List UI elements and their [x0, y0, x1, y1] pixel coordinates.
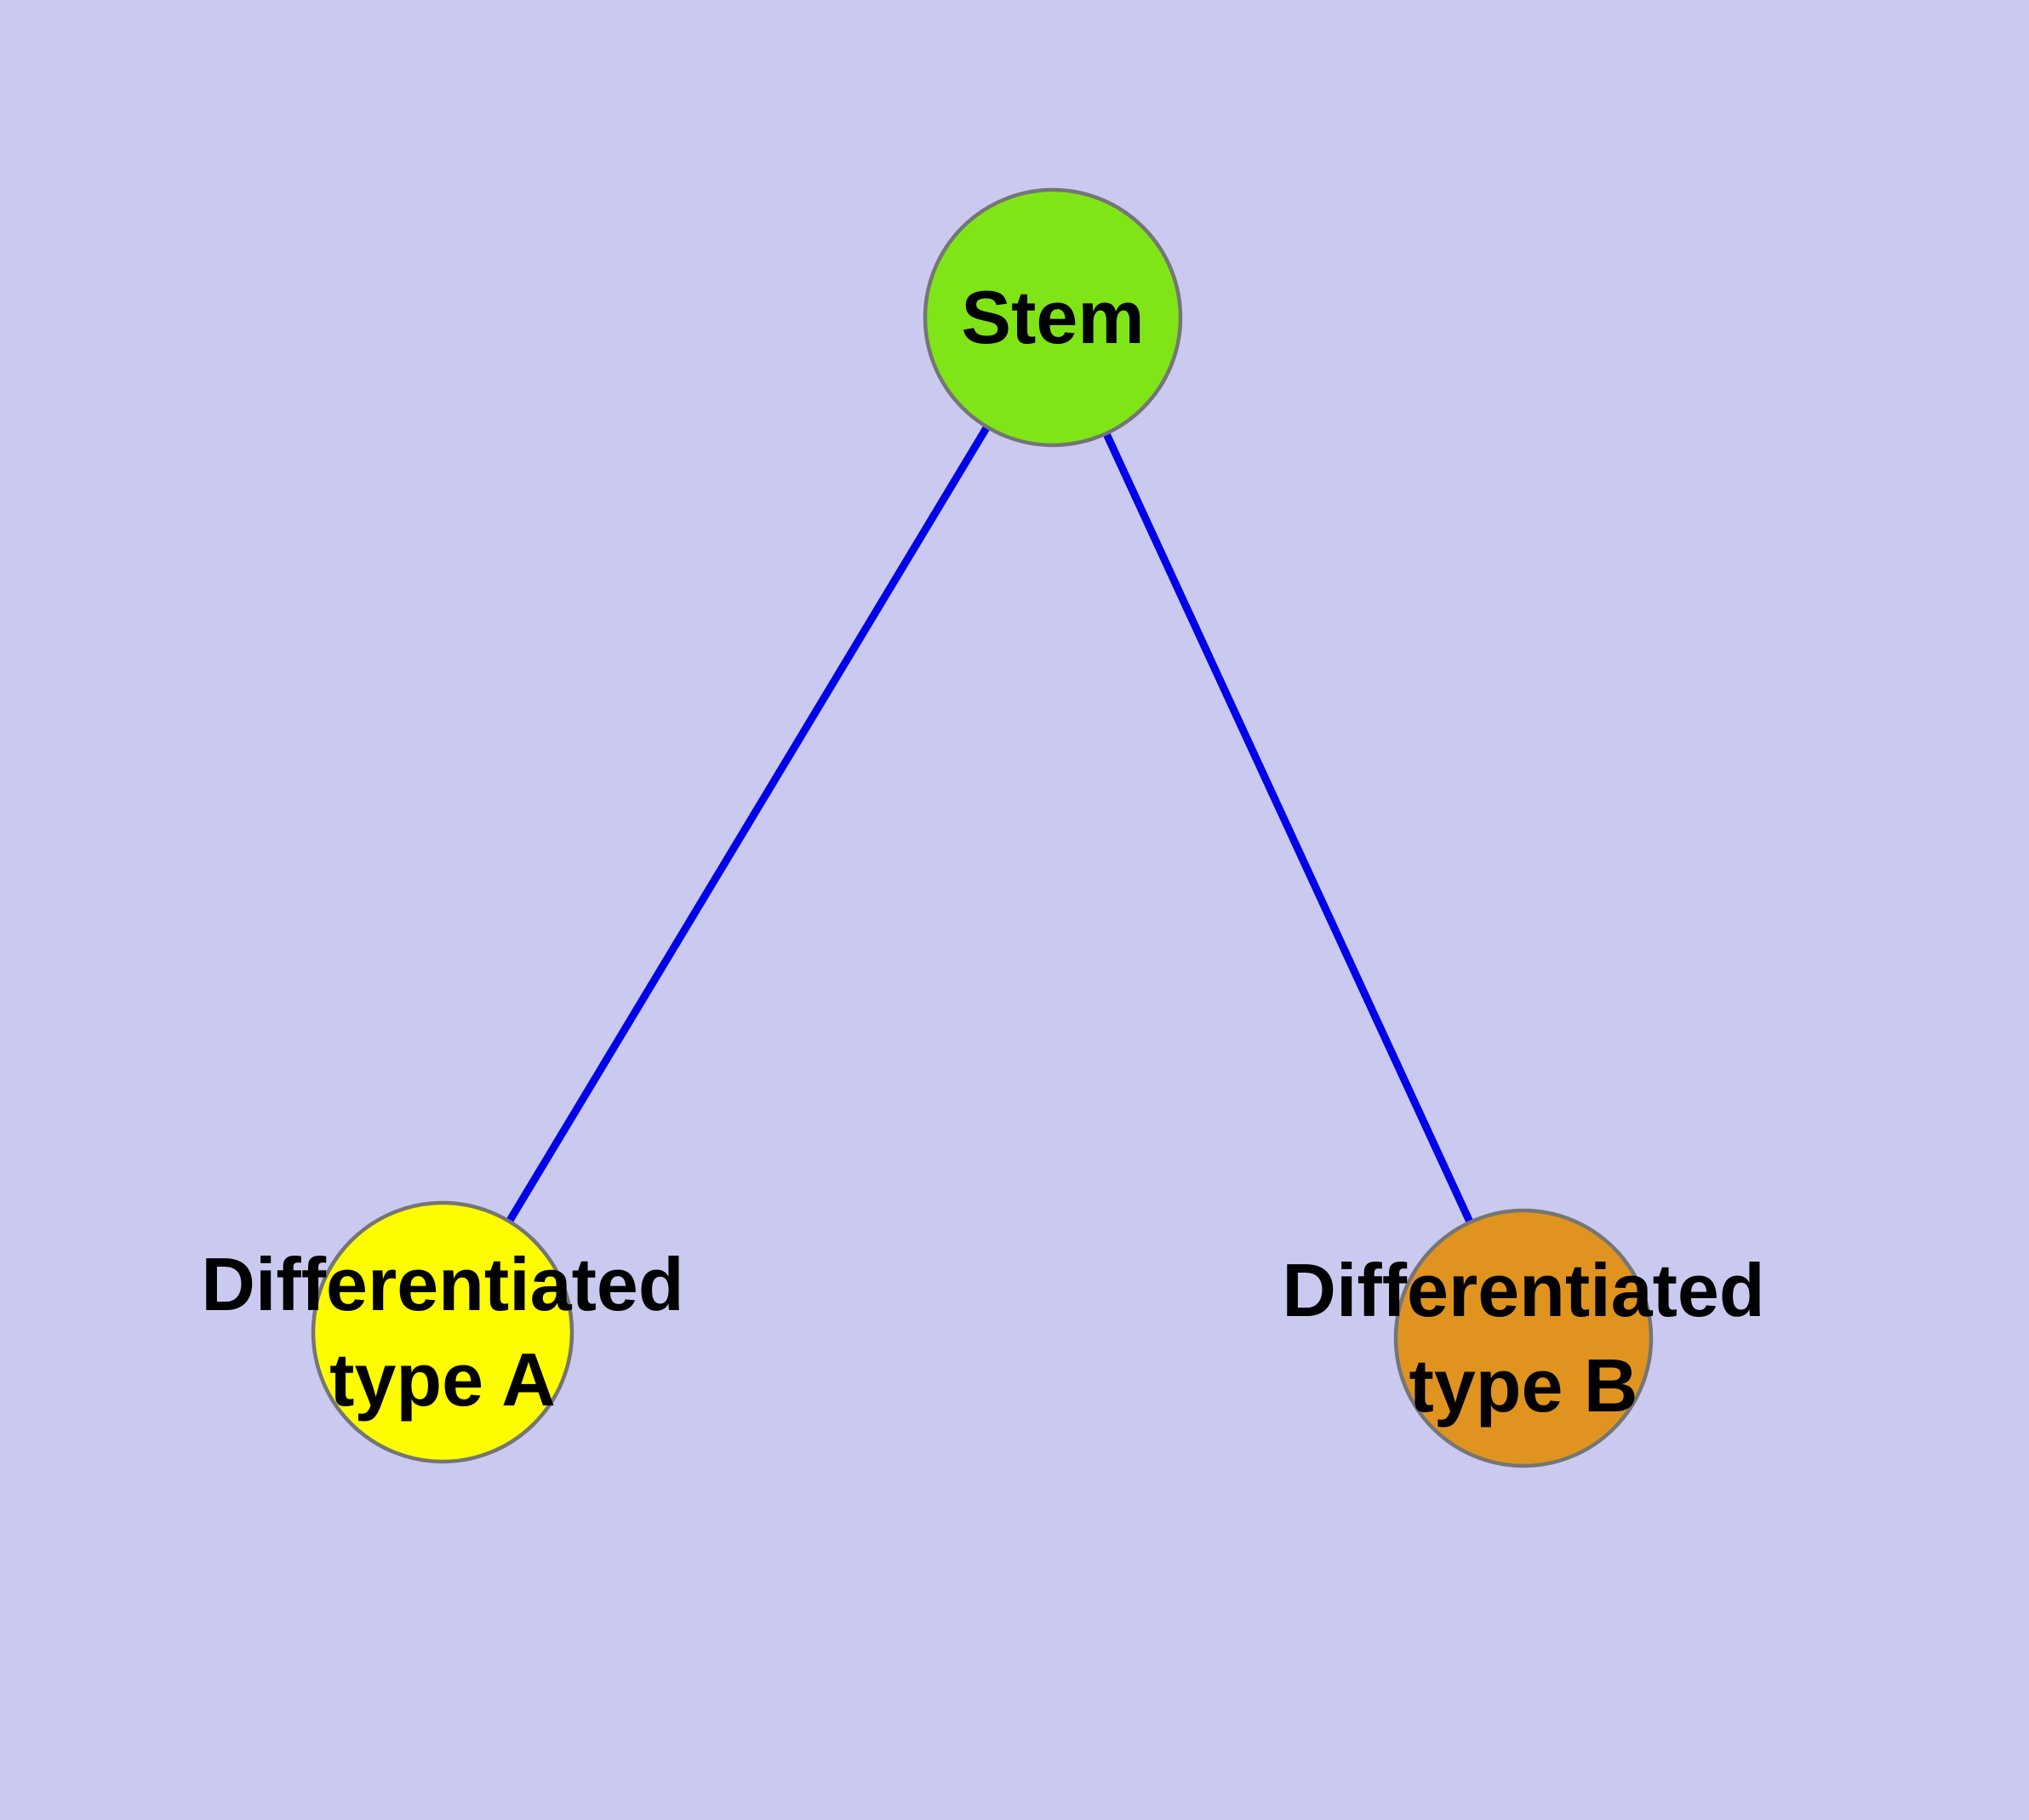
node-type-b-circle: [1393, 1208, 1654, 1468]
node-stem-circle: [923, 187, 1183, 448]
node-type-a-circle: [311, 1200, 574, 1464]
edge-stem-to-type-b: [1049, 316, 1528, 1340]
edge-stem-to-type-a: [439, 315, 1056, 1335]
